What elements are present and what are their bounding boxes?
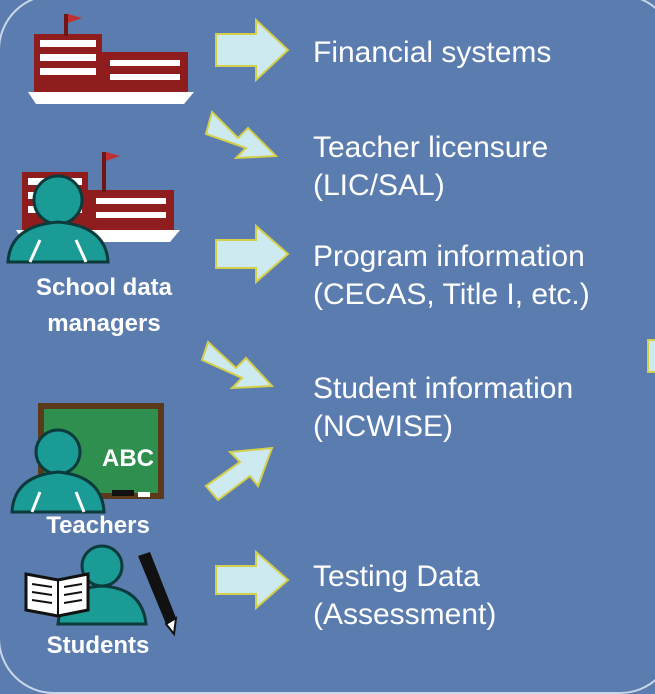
system-label-line: (Assessment)	[313, 598, 497, 631]
system-label-line: (CECAS, Title I, etc.)	[313, 278, 590, 311]
arrow-right	[215, 223, 290, 285]
student-reading-icon	[24, 544, 178, 637]
system-label-line: (NCWISE)	[313, 410, 453, 443]
system-label-licensure: Teacher licensure (LIC/SAL)	[313, 129, 548, 205]
system-label-line: Student information	[313, 372, 574, 405]
arrow-right	[215, 17, 290, 83]
diagram-graphics: ABC	[6, 14, 655, 637]
role-label-students: Students	[46, 632, 150, 659]
chalkboard-text: ABC	[102, 445, 154, 472]
arrow-fragment	[647, 339, 655, 373]
system-label-line: Financial systems	[313, 36, 552, 69]
role-label-teachers: Teachers	[46, 512, 150, 539]
system-label-line: Testing Data	[313, 560, 480, 593]
chalkboard-teacher-icon: ABC	[10, 403, 164, 514]
system-label-line: Program information	[313, 240, 585, 273]
system-label-line: (LIC/SAL)	[313, 169, 445, 202]
arrow-down-right	[204, 110, 279, 160]
system-label-financial: Financial systems	[313, 34, 551, 72]
arrow-down-right	[200, 340, 275, 390]
person-icon	[6, 174, 110, 264]
arrow-right	[215, 549, 290, 611]
system-label-testing: Testing Data (Assessment)	[313, 558, 496, 634]
role-label-text: School data managers	[35, 274, 173, 337]
role-label-school-data-managers: School data managers	[4, 270, 204, 342]
arrow-up-right	[204, 446, 274, 502]
system-label-student-info: Student information (NCWISE)	[313, 370, 573, 446]
system-label-line: Teacher licensure	[313, 131, 549, 164]
system-label-program: Program information (CECAS, Title I, etc…	[313, 238, 590, 314]
school-building-icon	[28, 14, 194, 104]
